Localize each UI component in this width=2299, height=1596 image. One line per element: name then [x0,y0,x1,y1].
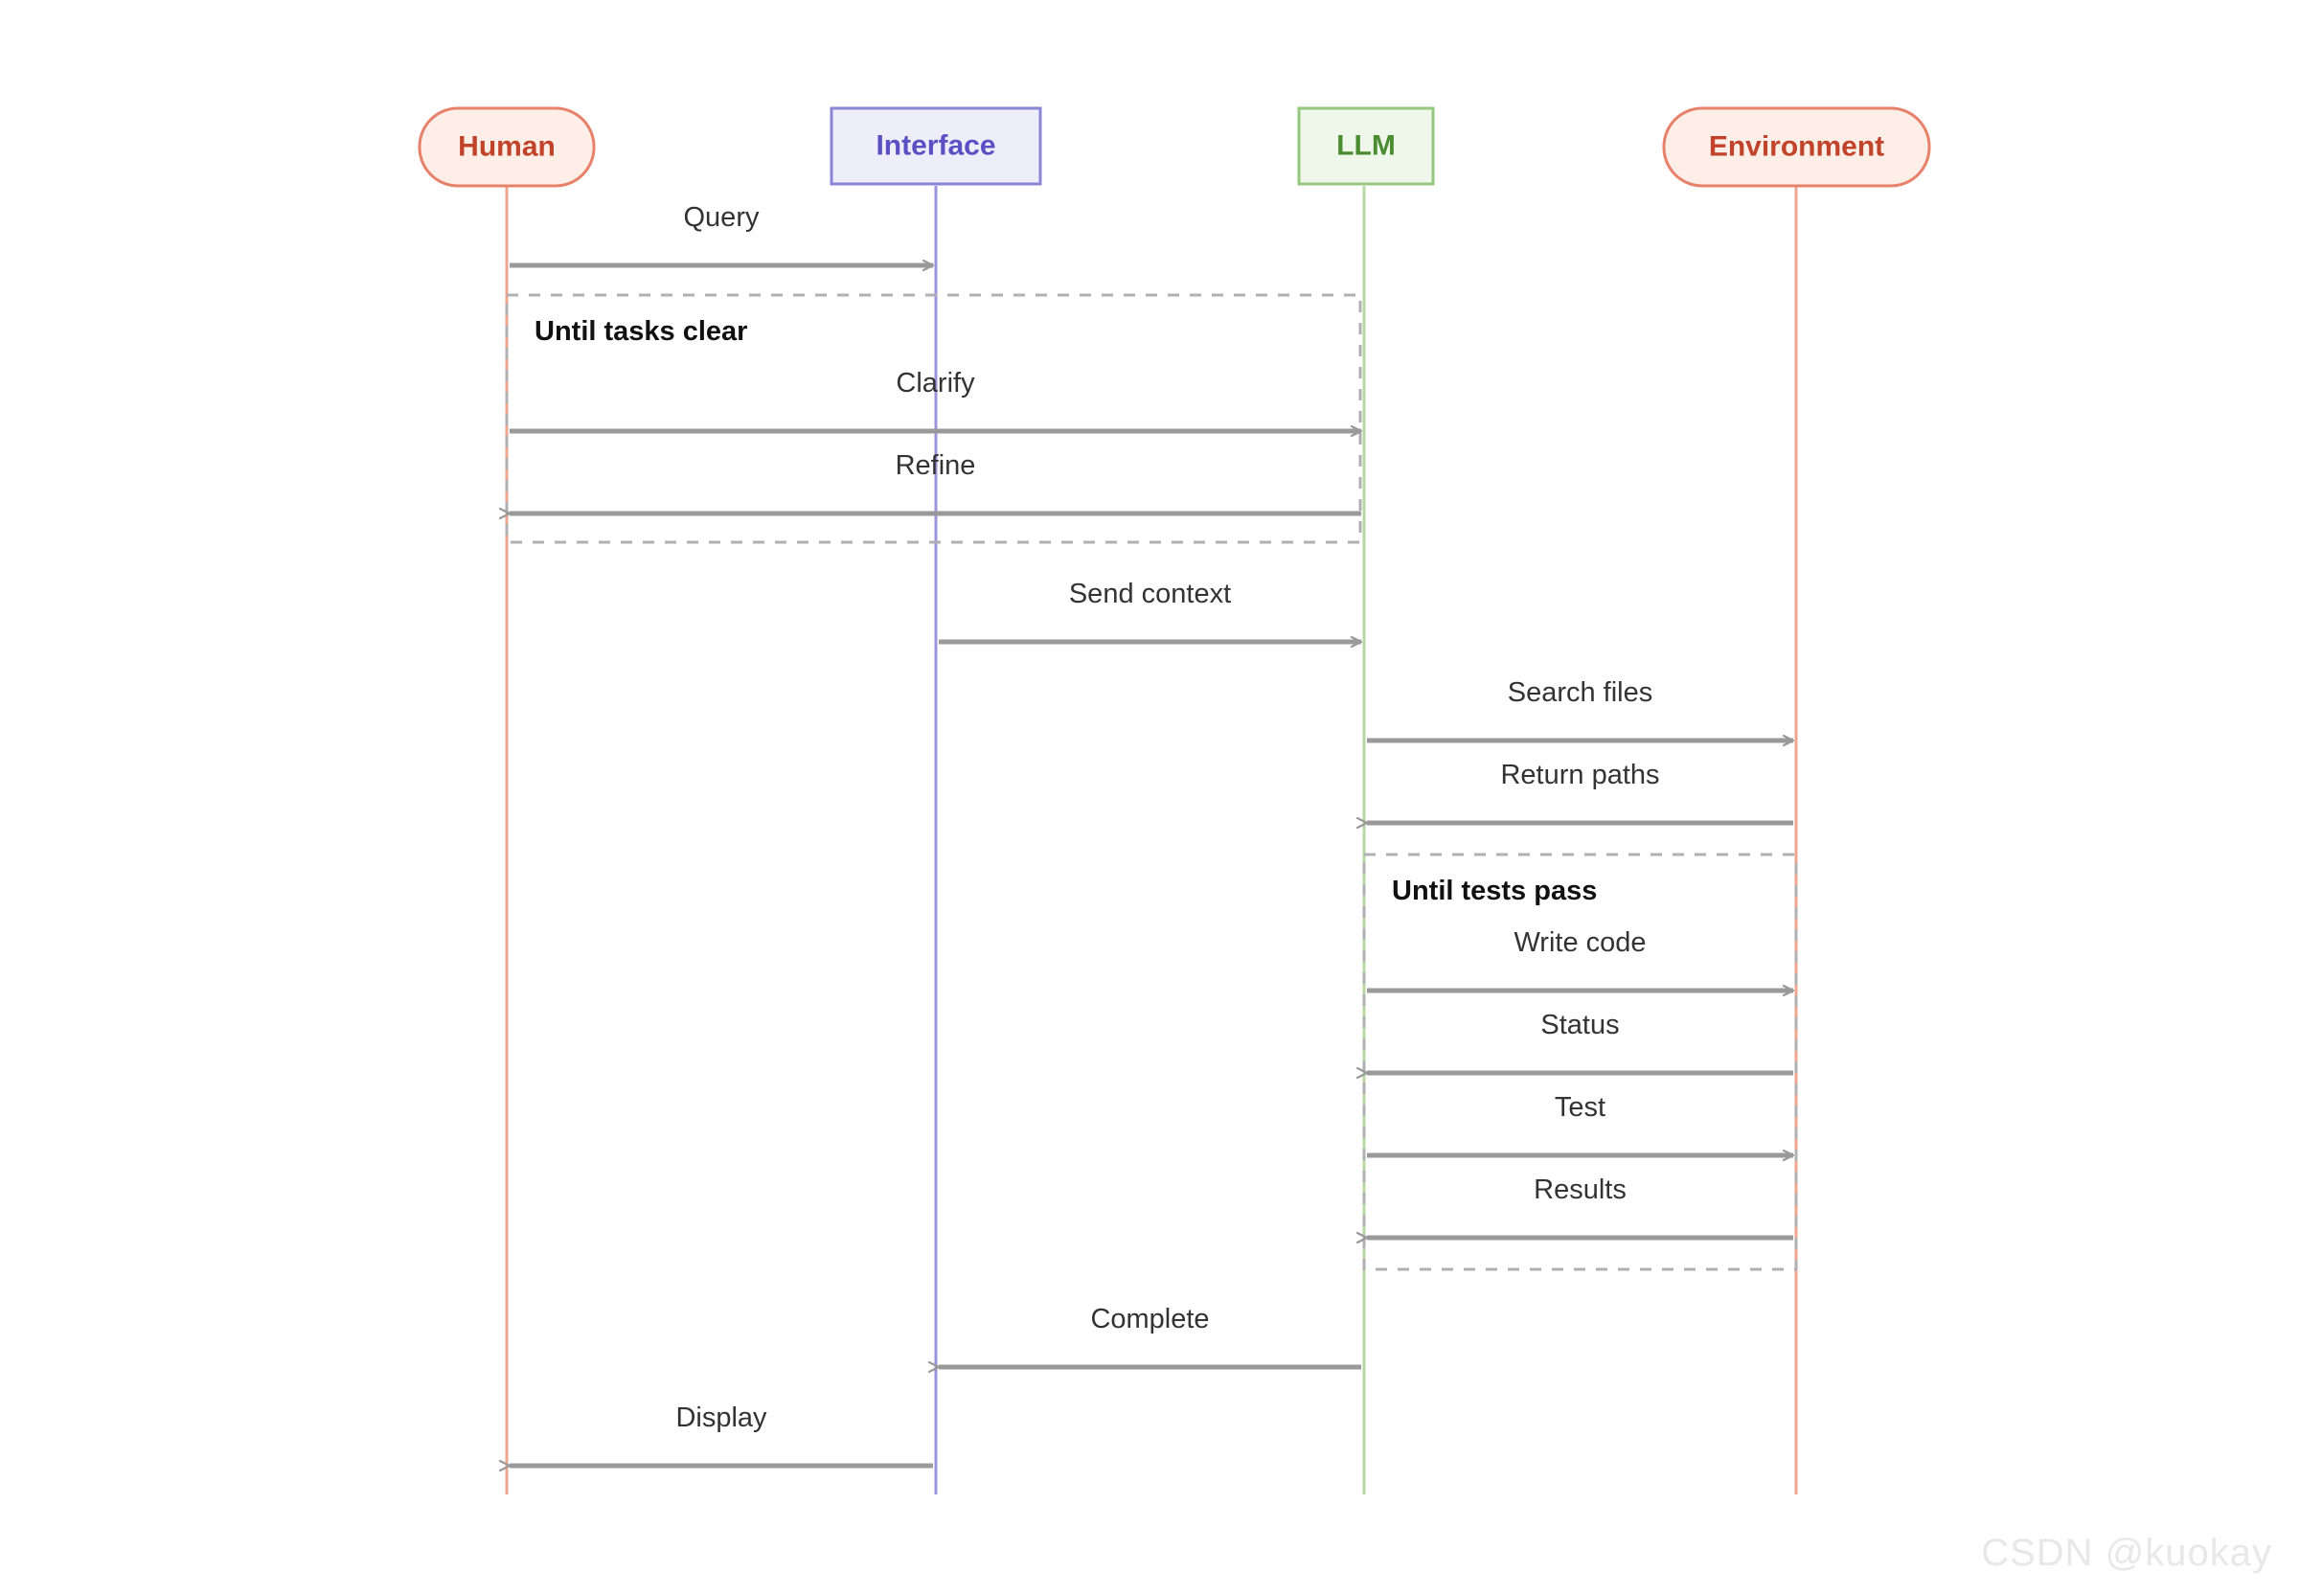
message-label-m6: Return paths [1500,760,1659,790]
message-m8: Status [1367,1010,1793,1073]
participant-box-llm[interactable] [1297,106,1435,186]
participant-label-llm: LLM [1336,129,1396,161]
message-label-m5: Search files [1508,677,1653,708]
message-label-m12: Display [675,1402,767,1433]
message-label-m9: Test [1555,1092,1605,1123]
loop-tasks-clear-border [505,293,1362,544]
message-label-m11: Complete [1090,1304,1209,1334]
watermark: CSDN @kuokay [1981,1532,2272,1574]
message-m4: Send context [939,579,1361,642]
message-m5: Search files [1367,677,1793,741]
message-label-m2: Clarify [896,368,975,399]
participant-box-interface[interactable] [830,106,1042,186]
participant-box-human[interactable] [418,106,596,188]
message-label-m3: Refine [896,450,976,481]
message-m1: Query [510,202,933,265]
participant-box-environment[interactable] [1662,106,1931,188]
message-m11: Complete [939,1304,1361,1367]
message-label-m8: Status [1540,1010,1619,1040]
message-m2: Clarify [510,368,1361,431]
participant-llm[interactable]: LLM [1297,106,1435,186]
message-m10: Results [1367,1174,1793,1238]
lifelines-layer [505,186,1798,1494]
loop-tests-pass: Until tests pass [1362,853,1798,1271]
message-label-m4: Send context [1069,579,1231,609]
message-label-m7: Write code [1514,927,1646,958]
participant-environment[interactable]: Environment [1662,106,1931,188]
participant-label-environment: Environment [1709,130,1884,162]
participant-interface[interactable]: Interface [830,106,1042,186]
message-label-m1: Query [684,202,760,233]
participant-label-human: Human [458,130,556,162]
message-m6: Return paths [1367,760,1793,823]
participants-layer: Human Interface LLM Environment [418,106,1931,188]
message-m7: Write code [1367,927,1793,991]
loop-tasks-clear-title: Until tasks clear [535,316,747,347]
message-m9: Test [1367,1092,1793,1155]
participant-label-interface: Interface [876,129,995,161]
loop-tasks-clear: Until tasks clear [505,293,1362,544]
message-label-m10: Results [1534,1174,1627,1205]
loop-tests-pass-border [1362,853,1798,1271]
loop-tests-pass-title: Until tests pass [1392,876,1597,906]
participant-human[interactable]: Human [418,106,596,188]
message-m3: Refine [510,450,1361,513]
message-m12: Display [510,1402,933,1466]
